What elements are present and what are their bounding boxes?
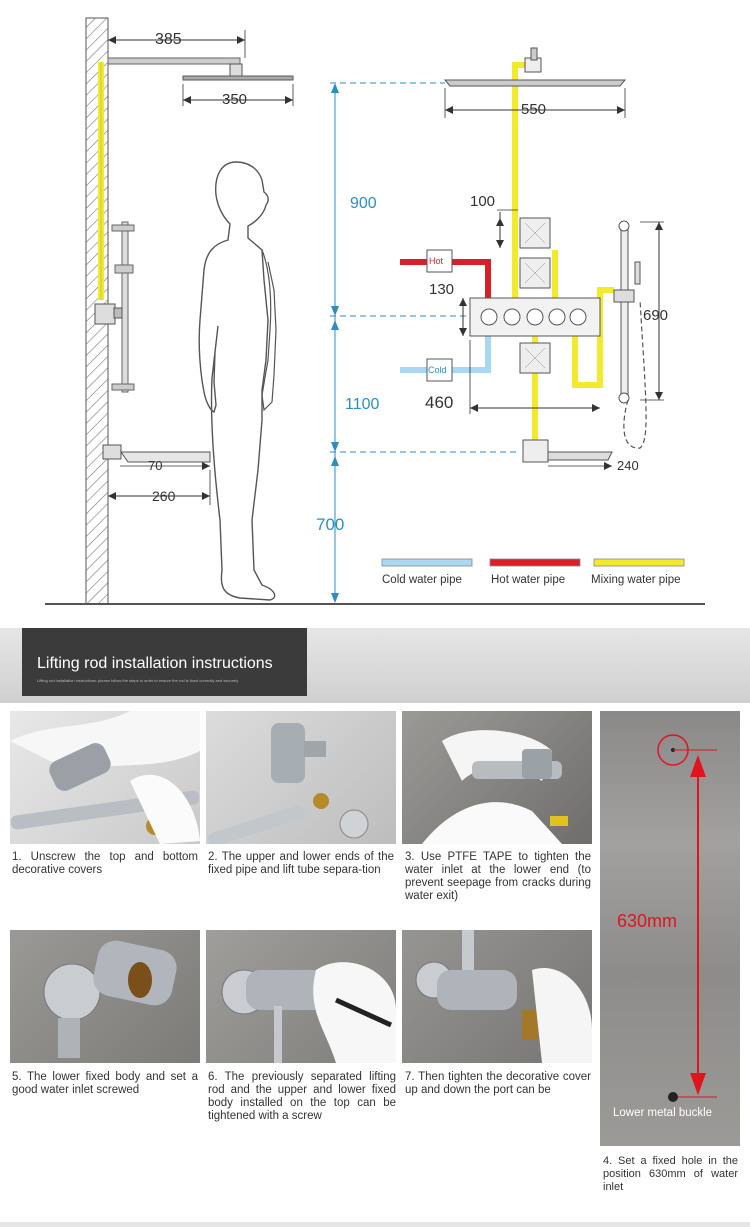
human-figure-outline <box>198 161 276 601</box>
step-1-illustration <box>10 711 200 844</box>
step-7-photo <box>402 930 592 1063</box>
banner-title: Lifting rod installation instructions <box>37 655 273 672</box>
right-slide-rail <box>620 227 629 397</box>
dim-spacing-130: 130 <box>429 281 455 298</box>
left-tub-spout <box>102 444 122 460</box>
legend-label-hot: Hot water pipe <box>491 574 566 586</box>
step-1-caption: 1. Unscrew the top and bottom decorative… <box>12 851 198 876</box>
dim-head-width-left: 350 <box>222 91 248 108</box>
step-6-caption: 6. The previously separated lifting rod … <box>208 1071 396 1122</box>
legend-swatch-mix <box>593 558 685 567</box>
legend <box>381 558 685 567</box>
legend-swatch-cold <box>381 558 473 567</box>
right-rain-head <box>443 79 627 87</box>
step-2-caption: 2. The upper and lower ends of the fixed… <box>208 851 394 876</box>
cold-label: Cold <box>428 365 447 375</box>
step-6-photo <box>206 930 396 1063</box>
dim-height-1100: 1100 <box>345 396 380 413</box>
banner-subtitle: Lifting rod installation instructions: p… <box>37 678 239 683</box>
legend-label-cold: Cold water pipe <box>382 574 462 586</box>
height-guides <box>330 82 520 603</box>
left-valve <box>94 303 116 325</box>
legend-label-mix: Mixing water pipe <box>591 574 681 586</box>
step-5-illustration <box>43 940 177 1058</box>
step-3-photo <box>402 711 592 844</box>
dim-rail-690: 690 <box>643 307 669 324</box>
dim-spout-260: 260 <box>152 488 176 504</box>
hot-label: Hot <box>429 256 444 266</box>
right-tub-spout <box>547 451 613 461</box>
step-5-caption: 5. The lower fixed body and set a good w… <box>12 1071 198 1096</box>
dim-head-width-right: 550 <box>521 101 547 118</box>
dim-spacing-100: 100 <box>470 193 496 210</box>
dim-spout-70: 70 <box>148 458 163 473</box>
body-jets <box>519 217 551 374</box>
step-5-photo <box>10 930 200 1063</box>
step-7-caption: 7. Then tighten the decorative cover up … <box>405 1071 591 1096</box>
bottom-divider <box>0 1222 750 1227</box>
step-3-illustration <box>422 730 568 844</box>
step-7-illustration <box>415 930 592 1063</box>
dim-spout-240: 240 <box>617 458 639 473</box>
step-4-caption: 4. Set a fixed hole in the position 630m… <box>603 1155 738 1193</box>
installation-diagram <box>45 17 705 605</box>
dim-offset-460: 460 <box>425 393 454 412</box>
banner-tab <box>22 628 307 696</box>
left-slide-rail <box>121 221 129 393</box>
right-mix-pipe-hand <box>572 287 614 388</box>
dim-height-700: 700 <box>316 515 345 534</box>
step-4-buckle-label: Lower metal buckle <box>613 1107 713 1119</box>
left-shower-arm <box>107 57 241 65</box>
dim-arm-length: 385 <box>155 31 182 48</box>
step-4-distance: 630mm <box>617 911 678 932</box>
legend-swatch-hot <box>489 558 581 567</box>
left-shower-head <box>182 75 294 81</box>
dim-height-900: 900 <box>350 195 377 212</box>
step-3-caption: 3. Use PTFE TAPE to tighten the water in… <box>405 851 591 902</box>
step-4-photo <box>600 711 740 1146</box>
step-2-photo <box>206 711 396 844</box>
step-2-illustration <box>207 723 369 844</box>
step-4-measure <box>657 734 717 1102</box>
step-1-photo <box>10 711 200 844</box>
step-6-illustration <box>221 962 396 1063</box>
